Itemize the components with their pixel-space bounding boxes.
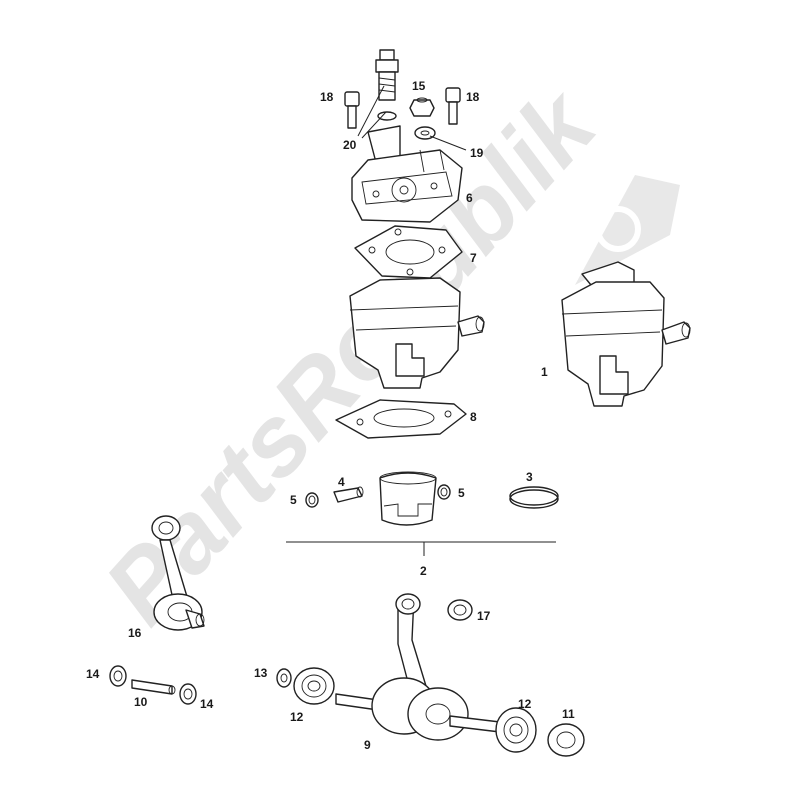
- piston-ring: [509, 486, 559, 509]
- label-15: 15: [412, 79, 426, 93]
- bearing-12-right: [495, 707, 537, 753]
- bolt-right: [445, 87, 461, 125]
- bolt-left: [344, 91, 360, 129]
- washer-14-right: [179, 683, 197, 705]
- base-gasket: [335, 399, 467, 439]
- seal-13: [276, 668, 292, 688]
- circlip-left: [305, 492, 319, 508]
- label-10: 10: [134, 695, 148, 709]
- label-18-right: 18: [466, 90, 480, 104]
- piston-pin: [333, 486, 364, 503]
- label-12-left: 12: [290, 710, 304, 724]
- head-gasket: [354, 225, 463, 279]
- label-11: 11: [562, 707, 575, 721]
- label-12-right: 12: [518, 697, 532, 711]
- label-17: 17: [477, 609, 491, 623]
- label-19: 19: [470, 146, 484, 160]
- cylinder-center: [349, 277, 485, 389]
- washer-14-left: [109, 665, 127, 687]
- label-5-right: 5: [458, 486, 465, 500]
- label-16: 16: [128, 626, 142, 640]
- cylinder-head: [351, 125, 463, 223]
- pin-10: [131, 679, 176, 695]
- label-3: 3: [526, 470, 533, 484]
- callout-labels: 1 2 3 4 5 5 6 7 8 9 10 11 12 12 13 14 14…: [86, 79, 575, 752]
- label-18-left: 18: [320, 90, 334, 104]
- label-6: 6: [466, 191, 473, 205]
- label-14-left: 14: [86, 667, 100, 681]
- label-7: 7: [470, 251, 477, 265]
- label-2: 2: [420, 564, 427, 578]
- seal-11: [547, 723, 585, 757]
- piston: [379, 471, 437, 526]
- label-9: 9: [364, 738, 371, 752]
- spark-plug: [375, 49, 399, 121]
- label-4: 4: [338, 475, 345, 489]
- piston-kit-bracket: [286, 541, 556, 556]
- label-13: 13: [254, 666, 268, 680]
- needle-bearing: [447, 599, 473, 621]
- nut: [409, 97, 435, 117]
- circlip-right: [437, 484, 451, 500]
- label-1: 1: [541, 365, 548, 379]
- crankshaft: [335, 593, 501, 741]
- leader-lines: [357, 85, 467, 151]
- gear-icon: [575, 175, 680, 285]
- label-5-left: 5: [290, 493, 297, 507]
- bearing-12-left: [293, 667, 335, 705]
- connecting-rod: [151, 515, 205, 631]
- label-8: 8: [470, 410, 477, 424]
- cylinder-assembly: [561, 261, 691, 407]
- label-20: 20: [343, 138, 357, 152]
- label-14-right: 14: [200, 697, 214, 711]
